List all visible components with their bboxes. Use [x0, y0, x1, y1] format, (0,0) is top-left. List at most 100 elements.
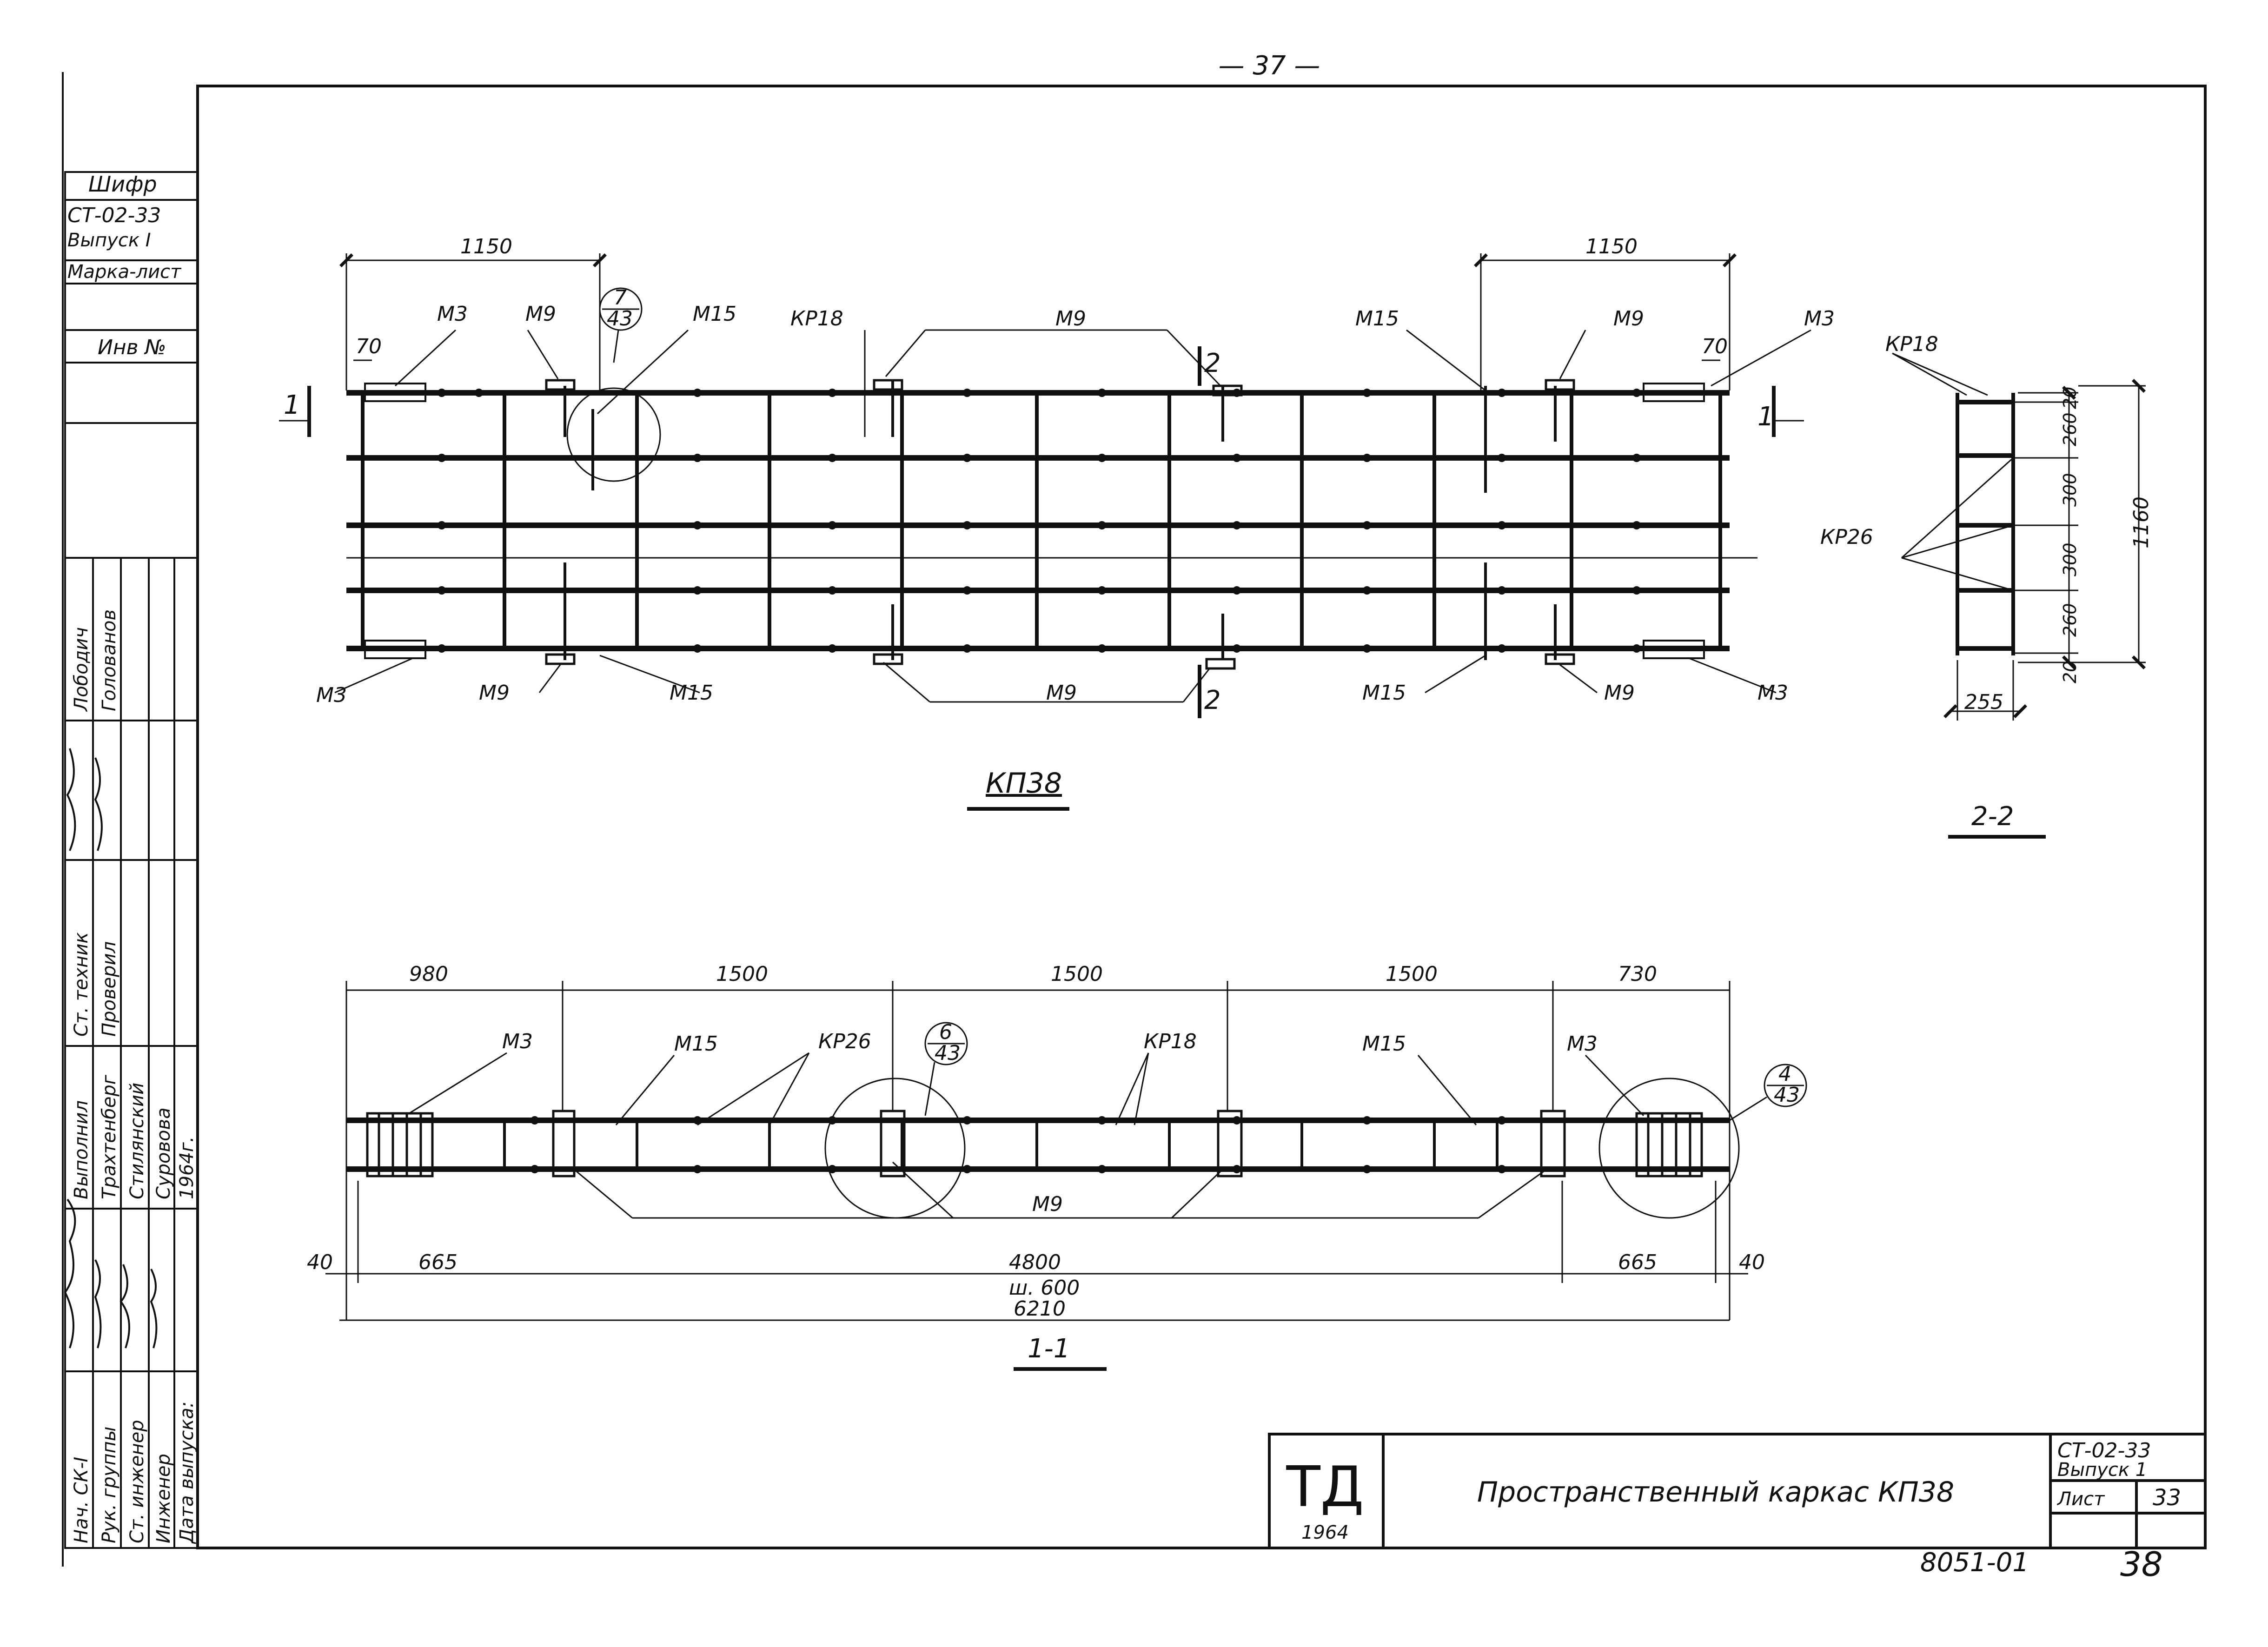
top-view-labels: 1150 1150 70 70 М3 М9 М15 КР18 М9 М15 М9…	[284, 235, 1835, 800]
dim-2-2-b: 260	[2060, 412, 2080, 446]
dim-1-1-right-edge: 40	[1739, 1250, 1765, 1274]
dim-2-2-f: 20	[2060, 661, 2080, 683]
top-view-dots	[438, 389, 1641, 653]
top-view-frame	[346, 379, 1757, 670]
callout-6: 6	[939, 1020, 952, 1044]
callout-43-right: 43	[1774, 1083, 1800, 1107]
dim-right-span: 1150	[1585, 235, 1638, 258]
col-role-2: Ст. техник	[71, 932, 92, 1037]
footer-handwritten-page: 38	[2120, 1545, 2163, 1584]
footer-code: 8051-01	[1920, 1548, 2029, 1578]
dim-1-1-middle: 4800	[1009, 1250, 1061, 1274]
name-1: Лободич	[71, 627, 92, 712]
label-m9-br: М9	[1604, 681, 1635, 705]
dim-1-1-left-seg: 665	[418, 1250, 458, 1274]
left-stamp-strip	[64, 171, 199, 1549]
role-3: Ст. инженер	[126, 1420, 148, 1543]
name-4: Стилянский	[126, 1083, 148, 1199]
dim-1-1-b: 1500	[716, 962, 768, 986]
label-kr18: КР18	[790, 307, 843, 331]
kr18-label-2-2: КР18	[1885, 332, 1938, 356]
issue-label: Выпуск I	[67, 230, 151, 251]
section-mark-2-top: 2	[1204, 348, 1221, 378]
dim-1-1-left-edge: 40	[307, 1250, 333, 1274]
sheet-label: Лист	[2056, 1488, 2105, 1510]
col-role-3: Проверил	[99, 941, 120, 1037]
dim-1-1-d: 1500	[1386, 962, 1438, 986]
dim-1-1-total: 6210	[1014, 1297, 1066, 1321]
label-1-1-m15-left: М15	[674, 1032, 718, 1056]
label-1-1-kr18: КР18	[1144, 1030, 1197, 1053]
label-m15-br: М15	[1362, 681, 1406, 705]
sheet-frame	[62, 72, 2207, 1567]
section-1-1-labels: 980 1500 1500 1500 730 М3 М15 КР26 КР18 …	[307, 962, 1800, 1364]
label-m9-tl: М9	[525, 302, 556, 326]
dim-2-2-c: 300	[2060, 473, 2080, 507]
label-m3-br: М3	[1757, 681, 1788, 705]
label-m9-top: М9	[1055, 307, 1086, 331]
section-mark-2-bottom: 2	[1204, 685, 1221, 715]
col-role-1: Выполнил	[71, 1100, 92, 1199]
callout-7: 7	[614, 286, 627, 310]
section-2-2-labels: КР18 КР26 255 20 260 300 300 260 20 1160…	[1820, 332, 2153, 832]
kr26-label-2-2: КР26	[1820, 525, 1873, 549]
label-1-1-kr26: КР26	[818, 1030, 871, 1053]
role-4: Инженер	[153, 1454, 174, 1543]
role-1: Нач. СК-I	[71, 1457, 92, 1543]
dim-2-2-e: 260	[2060, 603, 2080, 637]
label-1-1-m15-right: М15	[1362, 1032, 1406, 1056]
inv-label: Инв №	[98, 336, 166, 359]
role-labels: Нач. СК-I Рук. группы Ст. инженер Инжене…	[71, 609, 198, 1544]
dim-1-1-e: 730	[1618, 962, 1657, 986]
dim-1-1-c: 1500	[1051, 962, 1103, 986]
label-m3-tl: М3	[437, 302, 468, 326]
name-5: Суровова	[153, 1107, 174, 1199]
logo-mark: ТД	[1286, 1455, 1364, 1520]
dim-1-1-a: 980	[409, 962, 448, 986]
name-2: Голованов	[99, 609, 120, 711]
section-2-2	[1892, 352, 2146, 721]
callout-43-center: 43	[935, 1041, 961, 1065]
section-1-1-title: 1-1	[1028, 1334, 1070, 1364]
role-5: Дата выпуска:	[176, 1402, 198, 1544]
dim-left-span: 1150	[460, 235, 512, 258]
label-m9-tr: М9	[1613, 307, 1644, 331]
cipher-label: Шифр	[88, 172, 157, 197]
name-3: Трахтенберг	[99, 1074, 120, 1199]
dim-1-1-step: ш. 600	[1009, 1276, 1080, 1300]
sheet-number: 33	[2153, 1485, 2181, 1511]
top-view-dimension-lines	[279, 253, 1811, 718]
dim-left-edge: 70	[356, 335, 382, 358]
section-mark-1-right: 1	[1757, 402, 1774, 432]
label-1-1-m3-right: М3	[1567, 1032, 1598, 1056]
label-m3-tr: М3	[1804, 307, 1835, 331]
label-m9-bl: М9	[479, 681, 510, 705]
dim-2-2-height: 1160	[2129, 496, 2153, 549]
dim-2-2-d: 300	[2060, 542, 2080, 576]
label-m15-tr: М15	[1355, 307, 1399, 331]
section-mark-1-left: 1	[284, 390, 300, 420]
label-m15-tl: М15	[693, 302, 736, 326]
callout-4: 4	[1778, 1062, 1791, 1086]
stamp-label: Марка-лист	[67, 261, 182, 283]
signatures	[64, 748, 158, 1349]
drawing-title: Пространственный каркас КП38	[1477, 1476, 1954, 1508]
label-m9-bottom: М9	[1046, 681, 1077, 705]
label-m15-bl: М15	[670, 681, 713, 705]
section-1-1-dots	[531, 1116, 1506, 1173]
callout-43: 43	[607, 307, 633, 331]
role-2: Рук. группы	[99, 1427, 120, 1543]
year-label: 1964г.	[176, 1136, 198, 1199]
dim-2-2-a: 20	[2060, 387, 2080, 409]
title-block	[1268, 1433, 2207, 1549]
dim-2-2-width: 255	[1964, 690, 2003, 714]
label-1-1-m9: М9	[1032, 1192, 1063, 1216]
label-m3-bl: М3	[316, 683, 347, 707]
title-block-series: СТ-02-33	[2057, 1439, 2151, 1462]
top-view-title: КП38	[986, 767, 1062, 800]
series-label: СТ-02-33	[67, 204, 161, 227]
dim-1-1-right-seg: 665	[1618, 1250, 1657, 1274]
page-number: — 37 —	[1219, 51, 1320, 81]
title-block-issue: Выпуск 1	[2057, 1459, 2147, 1481]
